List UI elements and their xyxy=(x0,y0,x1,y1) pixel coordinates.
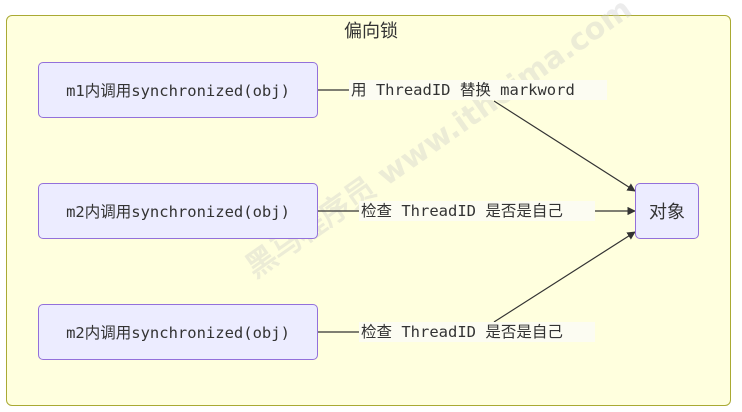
edge-m1-to-object xyxy=(318,89,635,191)
edge-label-check-threadid-b: 检查 ThreadID 是否是自己 xyxy=(359,322,595,342)
subgraph-title: 偏向锁 xyxy=(344,21,398,42)
edge-label-replace-markword: 用 ThreadID 替换 markword xyxy=(349,80,607,100)
node-m2-sync-b: m2内调用synchronized(obj) xyxy=(38,304,318,360)
node-object: 对象 xyxy=(635,183,699,239)
node-m2-sync-a: m2内调用synchronized(obj) xyxy=(38,183,318,239)
node-m1-sync: m1内调用synchronized(obj) xyxy=(38,62,318,118)
edge-label-check-threadid-a: 检查 ThreadID 是否是自己 xyxy=(359,201,595,221)
edge-m2b-to-object xyxy=(318,232,635,333)
